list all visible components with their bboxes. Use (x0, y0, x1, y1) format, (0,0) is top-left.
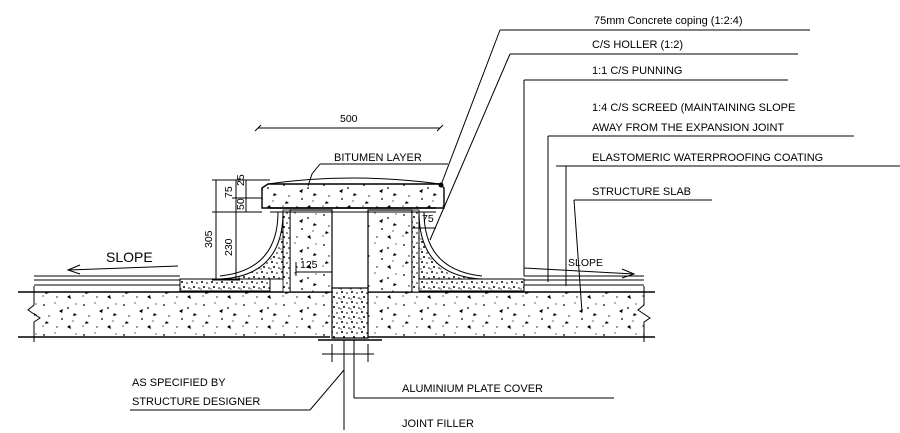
dim-230-label: 230 (223, 238, 235, 256)
expansion-joint-gap (318, 210, 382, 341)
dim-75-label: 75 (223, 186, 235, 198)
dim-50-label: 50 (235, 198, 247, 210)
label-as-specified-line2: STRUCTURE DESIGNER (132, 396, 260, 408)
label-bitumen: BITUMEN LAYER (334, 152, 422, 164)
dim-75-right-label: 75 (422, 213, 434, 225)
dim-125-label: 125 (300, 259, 318, 271)
dim-500-label: 500 (340, 113, 358, 125)
left-upstand (282, 209, 333, 293)
slope-left-label: SLOPE (106, 249, 153, 265)
label-as-specified-line1: AS SPECIFIED BY (132, 377, 226, 389)
slope-right-label: SLOPE (568, 257, 603, 269)
label-structure-slab: STRUCTURE SLAB (592, 186, 691, 198)
label-aluminium: ALUMINIUM PLATE COVER (402, 383, 543, 395)
dim-25-label: 25 (235, 174, 247, 186)
label-joint-filler: JOINT FILLER (402, 418, 474, 430)
dim-305-label: 305 (203, 230, 215, 248)
label-screed-line1: 1:4 C/S SCREED (MAINTAINING SLOPE (592, 102, 795, 114)
slope-left: SLOPE (66, 249, 179, 275)
label-punning: 1:1 C/S PUNNING (592, 65, 682, 77)
label-screed-line2: AWAY FROM THE EXPANSION JOINT (592, 122, 784, 134)
labels: 75mm Concrete coping (1:2:4) C/S HOLLER … (132, 15, 823, 430)
left-holler (219, 211, 284, 280)
label-coping: 75mm Concrete coping (1:2:4) (594, 15, 743, 27)
label-holler: C/S HOLLER (1:2) (592, 39, 683, 51)
coping (261, 177, 445, 213)
leader-lines (130, 29, 900, 411)
right-upstand (367, 209, 420, 293)
label-waterproofing: ELASTOMERIC WATERPROOFING COATING (592, 152, 823, 164)
dimensions: 500 75 50 25 305 230 75 125 (203, 113, 444, 430)
